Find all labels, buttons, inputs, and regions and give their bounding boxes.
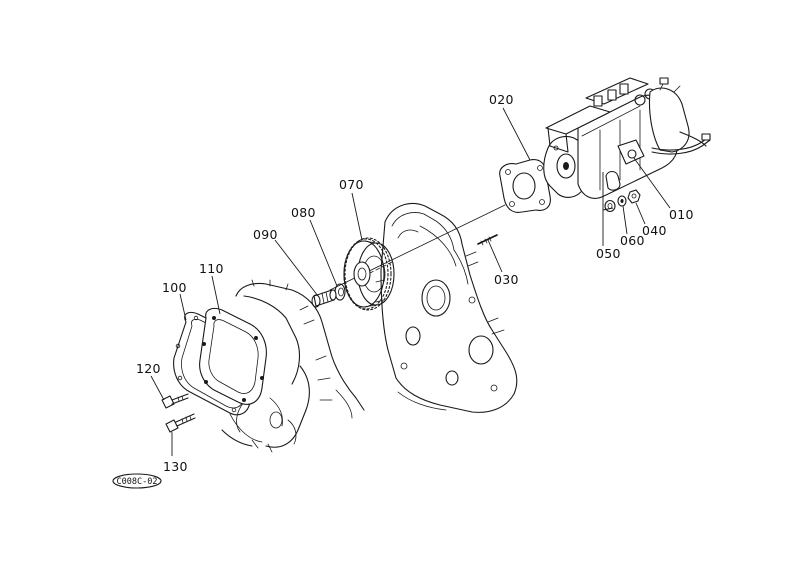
engine-block-section [221, 279, 365, 453]
label-020: 020 [489, 92, 514, 107]
gear-case-housing [375, 203, 518, 413]
label-130: 130 [163, 459, 188, 474]
washer-080 [334, 283, 346, 301]
idle-gear-070 [343, 237, 395, 311]
label-010: 010 [669, 207, 694, 222]
bolt-120 [161, 393, 189, 409]
pump-gasket-020 [499, 159, 551, 213]
label-060: 060 [620, 233, 645, 248]
diagram-code: C008C-02 [117, 477, 158, 487]
label-090: 090 [253, 227, 278, 242]
injection-pump-010 [543, 77, 711, 199]
stud-bolt-030 [477, 234, 498, 246]
washer-050 [604, 199, 616, 213]
label-110: 110 [199, 261, 224, 276]
label-120: 120 [136, 361, 161, 376]
label-080: 080 [291, 205, 316, 220]
label-050: 050 [596, 246, 621, 261]
idle-gear-shaft-090 [311, 289, 337, 308]
label-040: 040 [642, 223, 667, 238]
bolt-130 [165, 413, 196, 433]
label-100: 100 [162, 280, 187, 295]
washer-060 [617, 195, 627, 207]
nut-040 [627, 189, 641, 204]
label-070: 070 [339, 177, 364, 192]
label-030: 030 [494, 272, 519, 287]
part-labels: 020 010 040 060 050 030 070 080 090 110 … [136, 92, 694, 474]
diagram-code-badge: C008C-02 [112, 473, 162, 489]
leader-lines [150, 107, 671, 456]
cover-plate-110 [199, 307, 267, 405]
